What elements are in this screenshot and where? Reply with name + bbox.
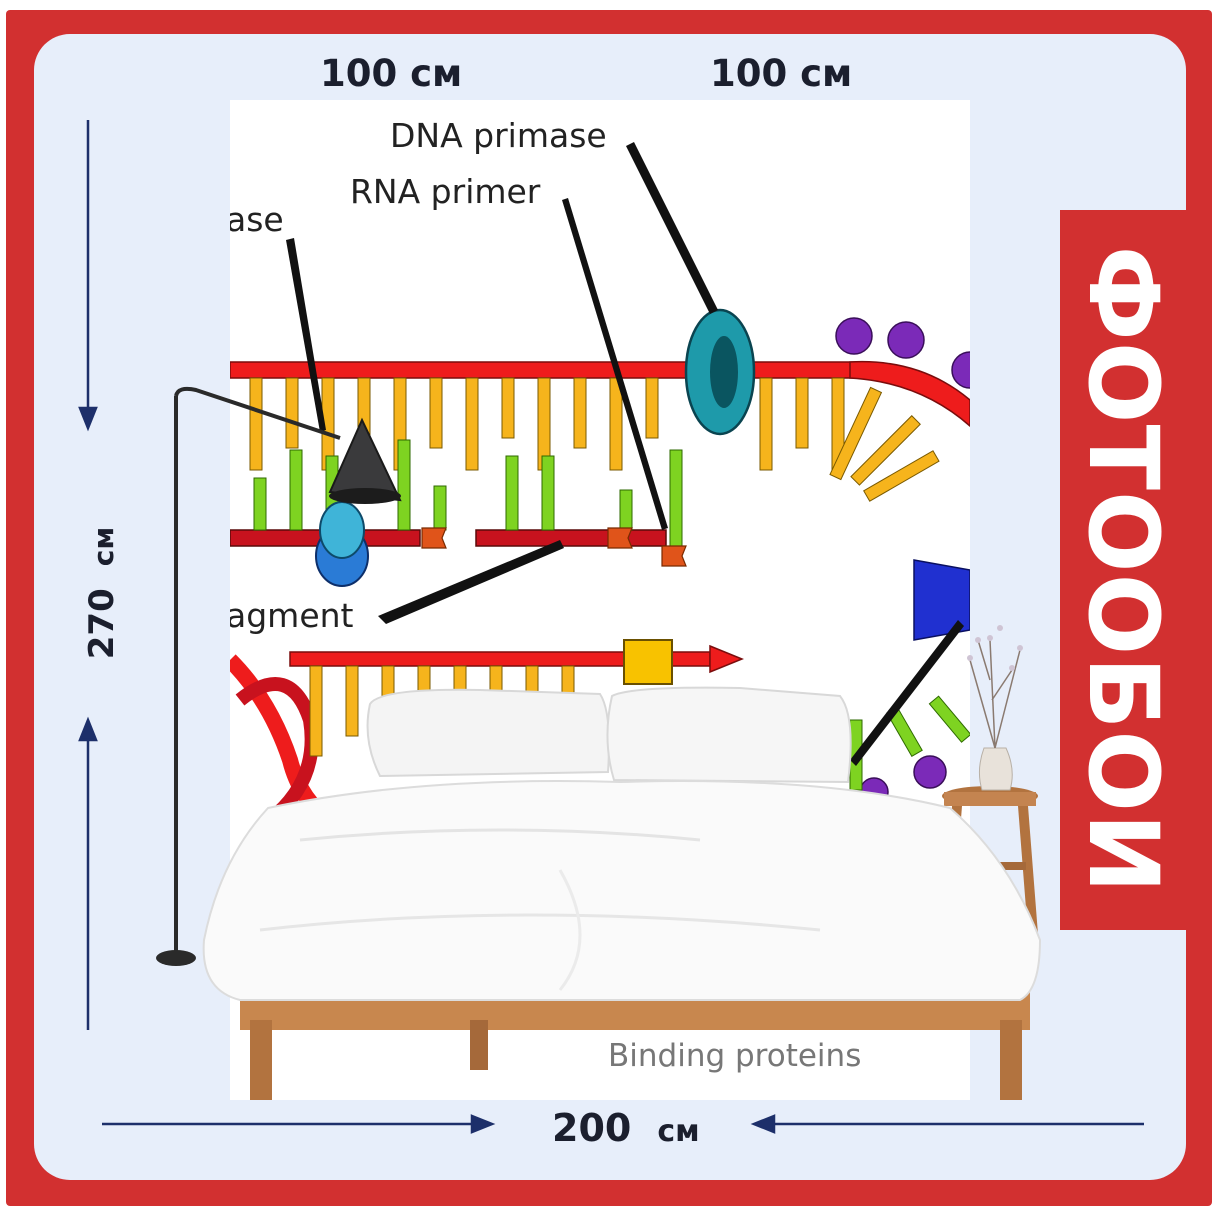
base — [863, 450, 940, 502]
base — [345, 665, 359, 737]
base — [289, 449, 303, 531]
label-fragment-partial: agment — [230, 596, 354, 635]
base — [309, 665, 323, 757]
pointer-line — [626, 142, 718, 314]
base — [645, 377, 659, 439]
width-arrow-left-icon — [750, 1114, 776, 1134]
floor-lamp-icon — [156, 386, 402, 966]
base — [253, 477, 267, 531]
pointer-line — [286, 238, 326, 432]
width-arrow-right-icon — [470, 1114, 496, 1134]
binding-protein-icon — [951, 351, 970, 389]
base — [541, 455, 555, 531]
width-left-label: 100 см — [320, 52, 463, 95]
base — [759, 377, 773, 471]
label-dna-primase: DNA primase — [390, 116, 607, 155]
pointer-line — [378, 540, 564, 624]
primer-block — [607, 527, 633, 549]
bed-icon — [202, 686, 1042, 1100]
base — [573, 377, 587, 449]
width-right-label: 100 см — [710, 52, 853, 95]
vase-icon — [967, 625, 1023, 791]
binding-protein-icon — [835, 317, 873, 355]
height-arrow-up-icon — [78, 716, 98, 742]
binding-protein-icon — [887, 321, 925, 359]
pointer-line — [562, 198, 668, 530]
label-binding-proteins: Binding proteins — [608, 1038, 862, 1074]
label-polymerase-partial: ase — [230, 200, 284, 239]
base — [285, 377, 299, 449]
height-arrow-down-icon — [78, 406, 98, 432]
base — [249, 377, 263, 471]
top-strand-curve — [849, 360, 970, 427]
base — [829, 386, 883, 481]
base — [397, 439, 411, 531]
brand-band — [1060, 210, 1186, 930]
primer-block — [661, 545, 687, 567]
base — [465, 377, 479, 471]
base — [501, 377, 515, 439]
base — [850, 415, 921, 486]
pointer-line — [850, 620, 964, 766]
base — [928, 695, 970, 743]
dna-replication-diagram — [230, 142, 970, 827]
primase-hole — [710, 336, 738, 408]
primer-block — [421, 527, 447, 549]
binding-protein-icon — [913, 755, 947, 789]
base — [429, 377, 443, 449]
clamp-icon — [623, 639, 673, 685]
label-rna-primer: RNA primer — [350, 172, 541, 211]
base — [505, 455, 519, 531]
helicase-wedge-icon — [913, 559, 970, 641]
leading-strand-arrow-icon — [709, 644, 744, 674]
base — [795, 377, 809, 449]
